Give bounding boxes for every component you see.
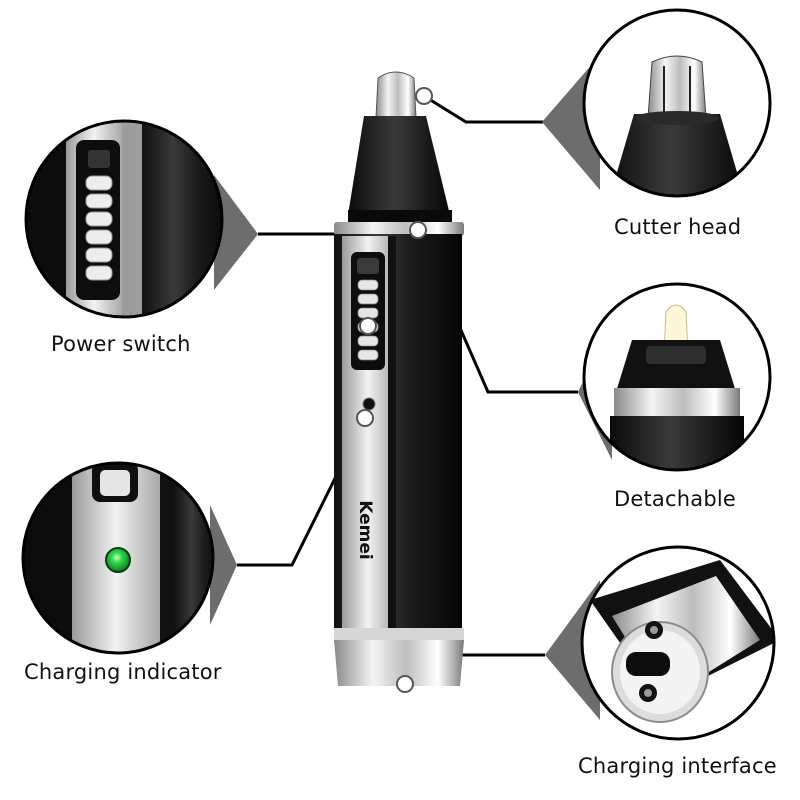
port-icon [626, 652, 670, 676]
chrome-ring [334, 222, 464, 236]
charging-indicator-zoom [21, 461, 215, 655]
detachable-zoom [582, 282, 772, 472]
cutter-head-zoom [582, 8, 772, 198]
cutter-callout-line [423, 94, 545, 124]
led-hole [362, 397, 376, 411]
dot-interface [396, 675, 414, 693]
power-switch-label: Power switch [51, 332, 191, 356]
cutter-head-label: Cutter head [614, 215, 742, 239]
charging-indicator-label: Charging indicator [24, 660, 222, 684]
pointer-dots [356, 87, 433, 693]
metal-tip [375, 71, 417, 119]
charging-interface-zoom [580, 545, 776, 741]
brand-logo: Kemei [355, 500, 375, 559]
power-switch-zoom [24, 119, 224, 319]
bottom-cap [334, 640, 464, 686]
dot-detach [409, 221, 427, 239]
dot-indicator [356, 409, 374, 427]
dot-power [359, 317, 377, 335]
comb-base [334, 628, 464, 642]
trimmer-product: Kemei [334, 71, 464, 686]
cutter-cone [348, 116, 450, 215]
dot-cutter [415, 87, 433, 105]
charging-interface-label: Charging interface [578, 754, 777, 778]
detachable-label: Detachable [614, 487, 737, 511]
led-indicator-icon [105, 547, 131, 573]
